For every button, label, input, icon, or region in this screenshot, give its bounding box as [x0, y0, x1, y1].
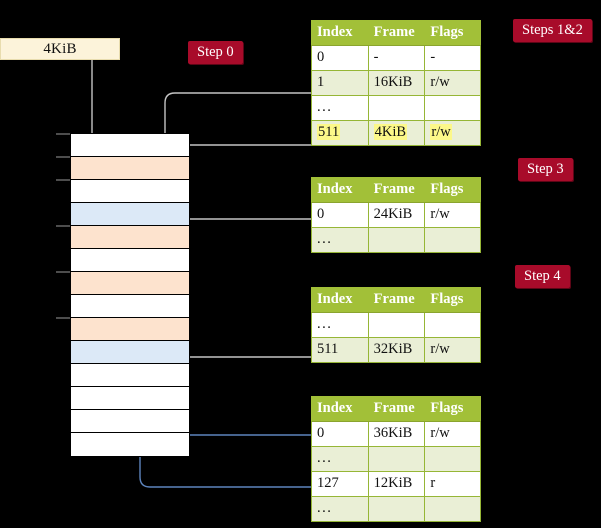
column-header-frame: Frame — [367, 396, 426, 422]
cell-flags — [424, 95, 481, 121]
cell-index: 127 — [311, 471, 369, 497]
memory-frame-row — [71, 272, 189, 295]
cell-flags — [424, 227, 481, 253]
cell-frame — [367, 446, 426, 472]
column-header-index: Index — [311, 20, 369, 46]
cell-index: 0 — [311, 202, 369, 228]
cell-flags: r/w — [424, 120, 481, 146]
cell-index: ... — [311, 446, 369, 472]
cell-flags: r/w — [424, 202, 481, 228]
badge-step-0: Step 0 — [188, 41, 243, 65]
cell-frame: 36KiB — [367, 421, 426, 447]
memory-frame-row — [71, 295, 189, 318]
cell-frame: 4KiB — [367, 120, 426, 146]
memory-frame-row — [71, 318, 189, 341]
memory-frame-row — [71, 387, 189, 410]
cell-flags: r/w — [424, 337, 481, 363]
cell-frame: 12KiB — [367, 471, 426, 497]
memory-frame-row — [71, 433, 189, 456]
cell-frame — [367, 496, 426, 522]
memory-frame-row — [71, 226, 189, 249]
source-size-box: 4KiB — [0, 38, 120, 60]
column-header-flags: Flags — [424, 396, 481, 422]
column-header-flags: Flags — [424, 287, 481, 313]
badge-step-4: Step 4 — [515, 265, 570, 289]
cell-flags — [424, 496, 481, 522]
cell-frame: 24KiB — [367, 202, 426, 228]
cell-index: 511 — [311, 120, 369, 146]
table-row: ... — [311, 446, 481, 472]
cell-index: 1 — [311, 70, 369, 96]
memory-frame-row — [71, 203, 189, 226]
table-row: ... — [311, 312, 481, 338]
cell-flags: - — [424, 45, 481, 71]
cell-index: 511 — [311, 337, 369, 363]
cell-flags — [424, 312, 481, 338]
cell-index: ... — [311, 95, 369, 121]
cell-frame — [367, 227, 426, 253]
cell-flags: r/w — [424, 70, 481, 96]
cell-frame: 16KiB — [367, 70, 426, 96]
column-header-frame: Frame — [367, 177, 426, 203]
memory-frame-row — [71, 180, 189, 203]
table-row: ... — [311, 496, 481, 522]
memory-frame-row — [71, 364, 189, 387]
cell-index: ... — [311, 496, 369, 522]
column-header-frame: Frame — [367, 20, 426, 46]
physical-memory-column — [70, 133, 190, 457]
source-size-label: 4KiB — [43, 40, 77, 57]
column-header-index: Index — [311, 287, 369, 313]
cell-index: 0 — [311, 45, 369, 71]
cell-flags: r/w — [424, 421, 481, 447]
memory-frame-row — [71, 341, 189, 364]
table-row: 0-- — [311, 45, 481, 71]
memory-frame-row — [71, 249, 189, 272]
memory-frame-row — [71, 410, 189, 433]
memory-frame-row — [71, 157, 189, 180]
memory-frame-row — [71, 134, 189, 157]
cell-index: ... — [311, 312, 369, 338]
table-row: ... — [311, 227, 481, 253]
cell-frame — [367, 95, 426, 121]
table-row: ... — [311, 95, 481, 121]
column-header-index: Index — [311, 177, 369, 203]
column-header-flags: Flags — [424, 177, 481, 203]
cell-flags: r — [424, 471, 481, 497]
column-header-frame: Frame — [367, 287, 426, 313]
cell-frame: 32KiB — [367, 337, 426, 363]
cell-frame: - — [367, 45, 426, 71]
column-header-flags: Flags — [424, 20, 481, 46]
memory-tick-marks — [56, 133, 70, 413]
cell-index: 0 — [311, 421, 369, 447]
cell-index: ... — [311, 227, 369, 253]
badge-step-3: Step 3 — [518, 158, 573, 182]
badge-steps-1-2: Steps 1&2 — [513, 19, 592, 43]
column-header-index: Index — [311, 396, 369, 422]
cell-frame — [367, 312, 426, 338]
cell-flags — [424, 446, 481, 472]
